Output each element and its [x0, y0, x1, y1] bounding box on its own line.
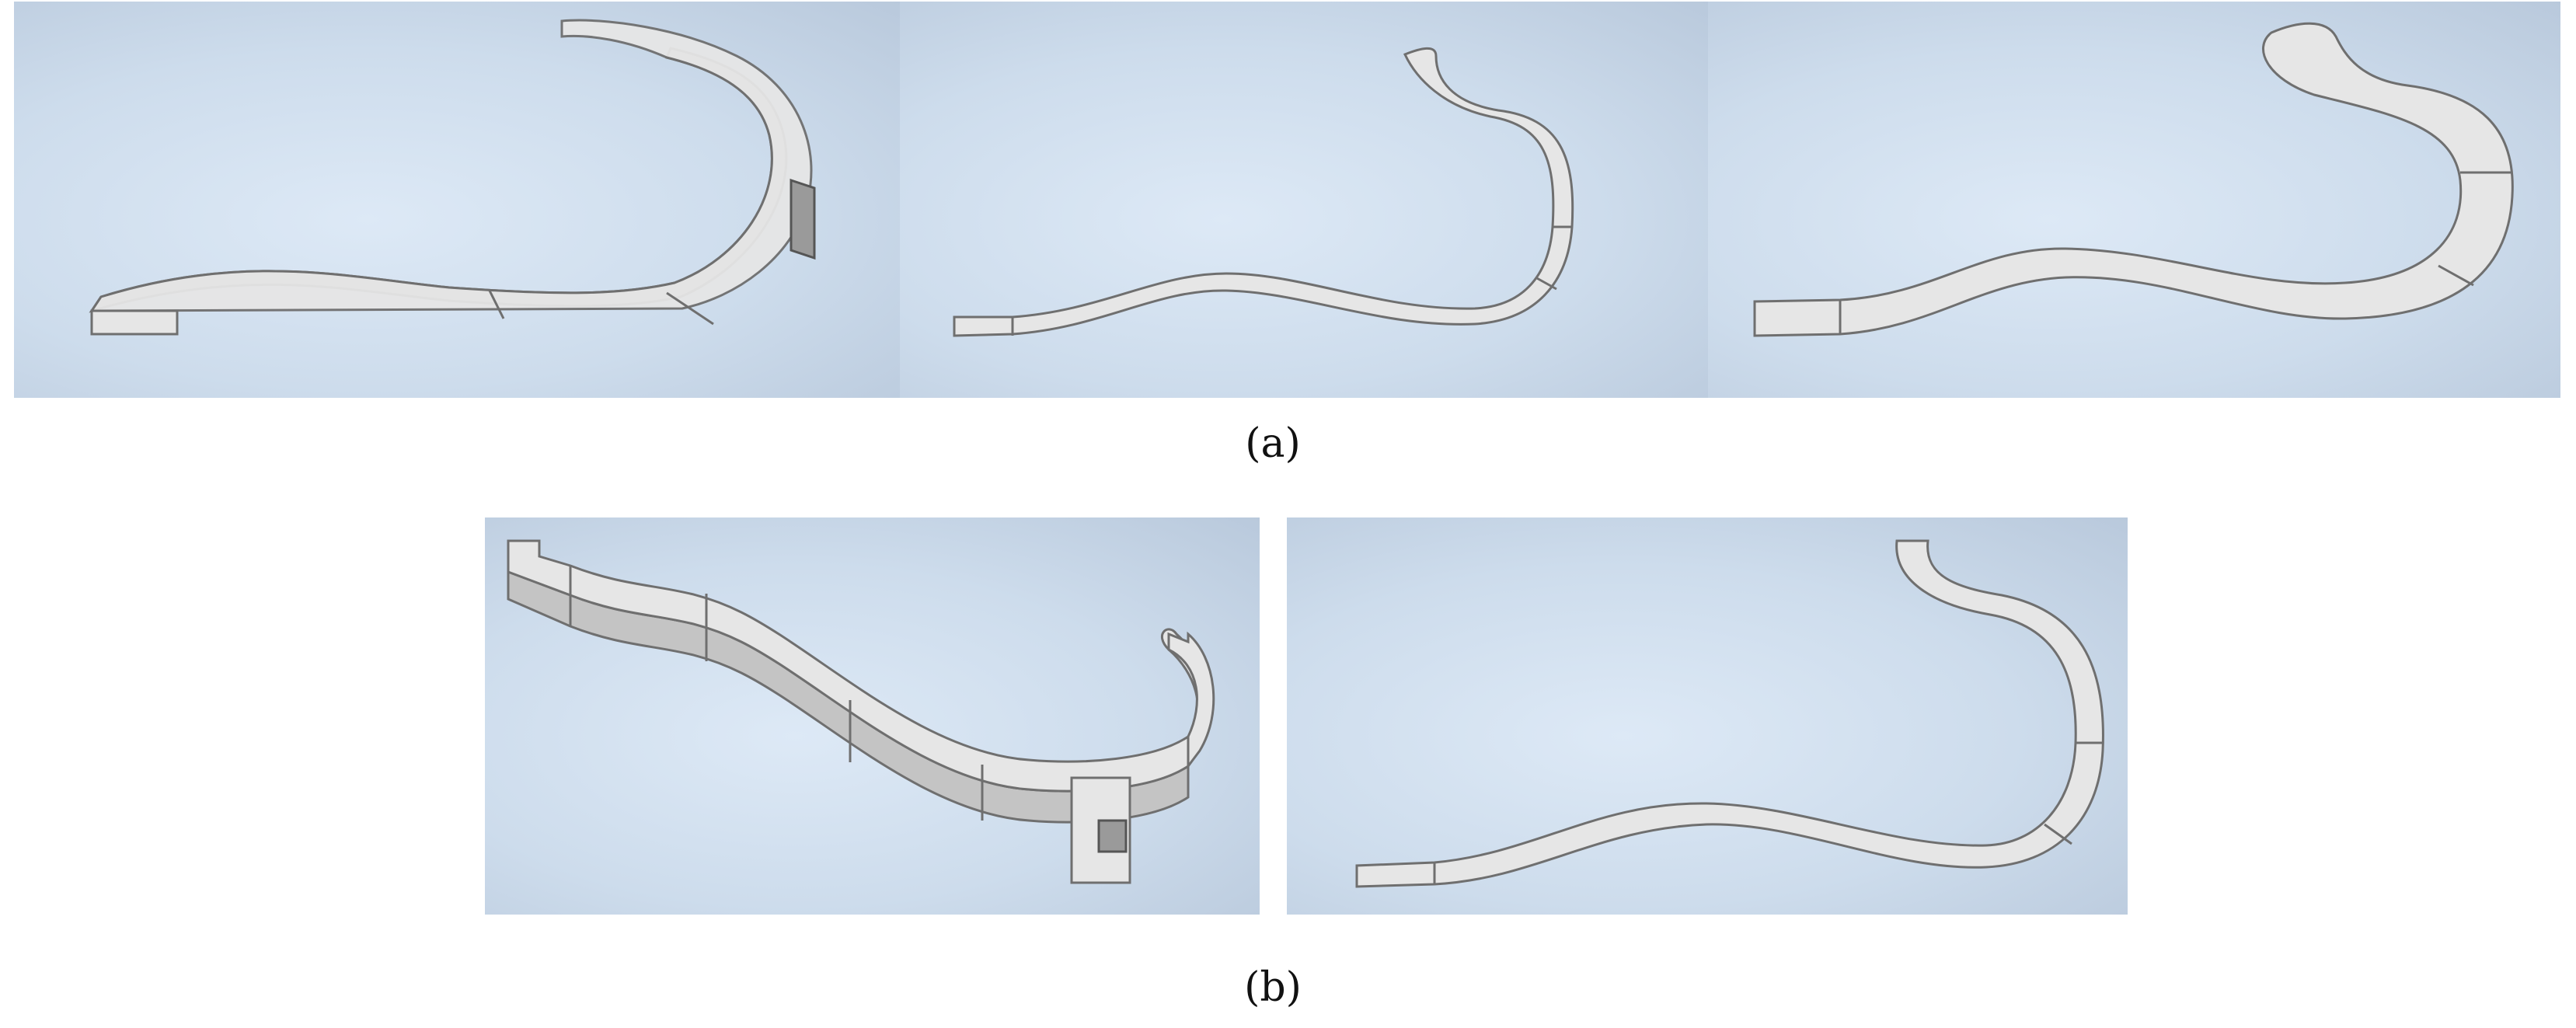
panel-a-isometric — [14, 2, 900, 398]
part-top-face — [89, 19, 813, 312]
part-clip-ring — [1167, 631, 1215, 770]
isometric-part-illustration — [507, 539, 1215, 884]
part-slot — [1097, 819, 1128, 853]
side-profile-illustration — [1753, 22, 2514, 337]
part-slot — [790, 178, 816, 260]
panel-a-side-profile-thick — [1708, 2, 2560, 398]
part-tab-end — [90, 309, 179, 336]
part-profile-body — [953, 47, 1574, 337]
caption-a: (a) — [1245, 420, 1301, 467]
part-profile-body — [1355, 539, 2104, 888]
panel-b-side-profile — [1287, 517, 2128, 915]
panel-b-isometric — [485, 517, 1260, 915]
part-top-face — [507, 539, 1211, 793]
panel-a-side-profile-thin — [900, 2, 1708, 398]
isometric-part-illustration — [89, 19, 816, 336]
side-profile-illustration — [1355, 539, 2104, 888]
side-profile-illustration — [953, 47, 1574, 337]
part-side-face — [89, 47, 788, 313]
caption-b: (b) — [1244, 964, 1302, 1011]
part-profile-body — [1753, 22, 2514, 337]
